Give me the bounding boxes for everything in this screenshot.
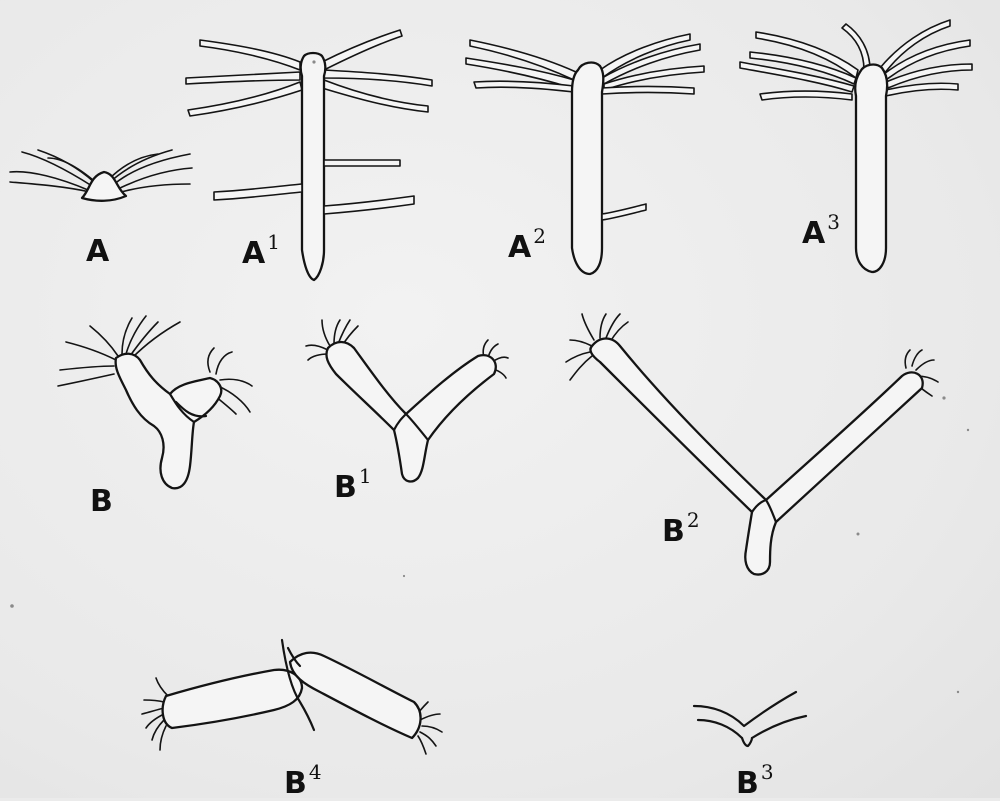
- figure-a2-polyp: [465, 33, 705, 276]
- plate-specks: [10, 396, 970, 694]
- figure-a3-polyp: [739, 19, 973, 274]
- figure-a-polyp: [9, 149, 193, 202]
- figure-b1-polyp: [305, 319, 509, 483]
- figure-b3-fragment: [692, 690, 808, 748]
- label-b: B: [90, 484, 113, 519]
- figure-b4-polyp: [141, 638, 443, 755]
- figure-b-polyp: [57, 315, 253, 490]
- figure-b2-polyp: [565, 313, 939, 576]
- figure-a1-polyp: [185, 29, 433, 282]
- label-a: A: [86, 234, 110, 269]
